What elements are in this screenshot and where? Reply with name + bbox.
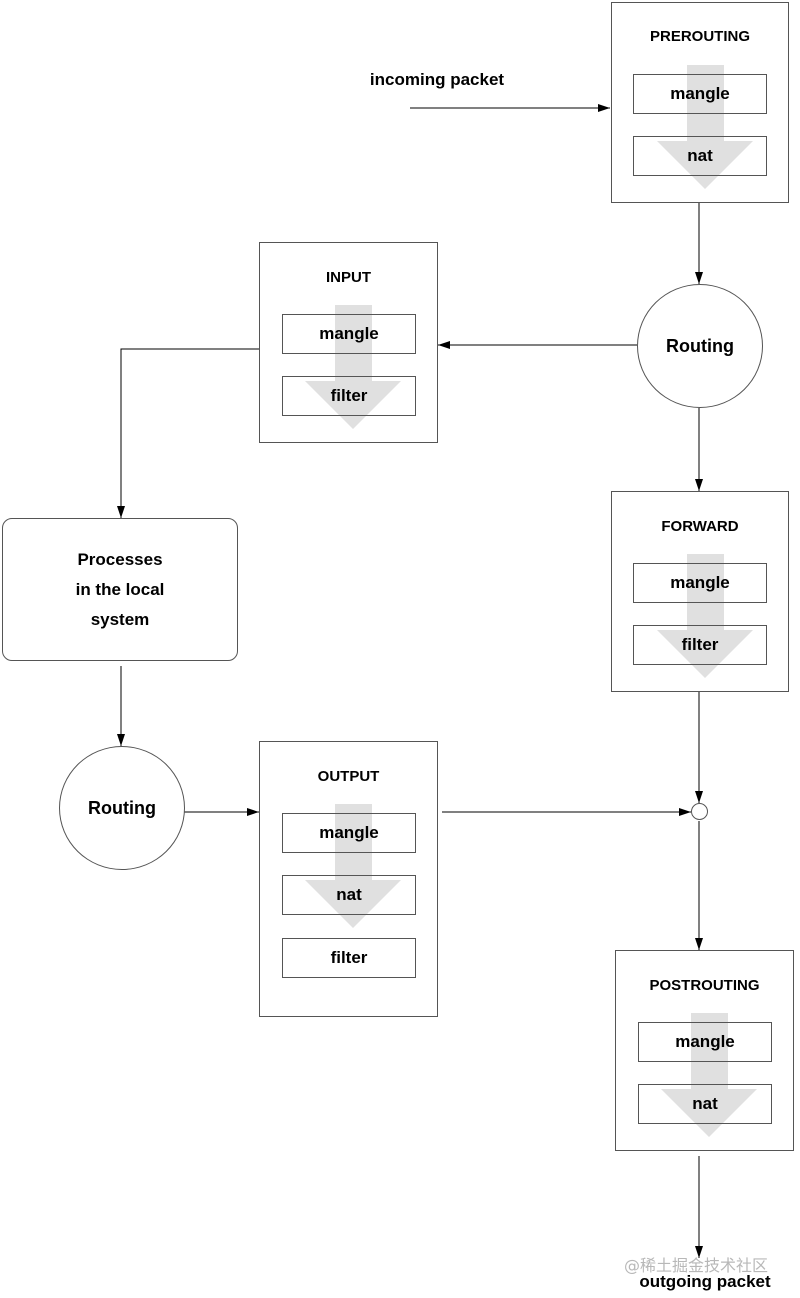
chain-forward: FORWARD mangle filter (611, 491, 789, 692)
table-output-filter: filter (282, 938, 416, 978)
local-processes-line-3: system (90, 609, 150, 629)
table-output-nat: nat (282, 875, 416, 915)
table-output-mangle: mangle (282, 813, 416, 853)
flow-arrow-input-shaft (335, 305, 372, 381)
local-processes-box: Processes in the local system (2, 518, 238, 661)
flow-arrow-postrouting-shaft (691, 1013, 728, 1089)
routing-node-bottom: Routing (59, 746, 185, 870)
merge-junction (691, 803, 708, 820)
table-prerouting-mangle: mangle (633, 74, 767, 114)
table-forward-mangle: mangle (633, 563, 767, 603)
flow-arrow-output-head (305, 880, 401, 928)
local-processes-line-1: Processes (77, 549, 163, 569)
chain-prerouting: PREROUTING mangle nat (611, 2, 789, 203)
flow-arrow-input-head (305, 381, 401, 429)
table-input-filter: filter (282, 376, 416, 416)
chain-title-forward: FORWARD (661, 518, 739, 535)
table-prerouting-nat: nat (633, 136, 767, 176)
incoming-packet-label: incoming packet (369, 70, 505, 89)
chain-title-output: OUTPUT (317, 768, 380, 785)
chain-title-input: INPUT (326, 269, 371, 286)
flow-arrow-prerouting-shaft (687, 65, 724, 141)
chain-output: OUTPUT mangle nat filter (259, 741, 438, 1017)
outgoing-packet-label: outgoing packet (639, 1272, 771, 1291)
flow-arrow-prerouting-head (657, 141, 753, 189)
table-forward-filter: filter (633, 625, 767, 665)
chain-input: INPUT mangle filter (259, 242, 438, 443)
table-input-mangle: mangle (282, 314, 416, 354)
flow-arrow-forward-head (657, 630, 753, 678)
watermark: @稀土掘金技术社区 (624, 1256, 769, 1275)
edge-input-to-processes (117, 348, 259, 518)
local-processes-line-2: in the local (75, 579, 165, 599)
table-postrouting-nat: nat (638, 1084, 772, 1124)
table-postrouting-mangle: mangle (638, 1022, 772, 1062)
chain-title-prerouting: PREROUTING (649, 28, 750, 45)
local-processes-text: Processes in the local system (76, 545, 165, 635)
flow-arrow-output-shaft (335, 804, 372, 880)
routing-node-top: Routing (637, 284, 763, 408)
chain-postrouting: POSTROUTING mangle nat (615, 950, 794, 1151)
flow-arrow-forward-shaft (687, 554, 724, 630)
chain-title-postrouting: POSTROUTING (649, 977, 760, 994)
flow-arrow-postrouting-head (661, 1089, 757, 1137)
